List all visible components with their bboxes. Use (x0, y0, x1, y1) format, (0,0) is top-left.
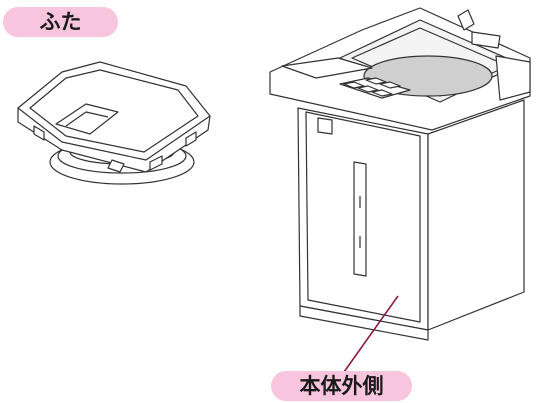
body-exterior-label: 本体外側 (271, 371, 412, 401)
leader-line (343, 295, 399, 373)
pot-body-illustration (269, 7, 531, 341)
lid-label: ふた (3, 7, 118, 37)
lid-illustration (17, 61, 211, 185)
